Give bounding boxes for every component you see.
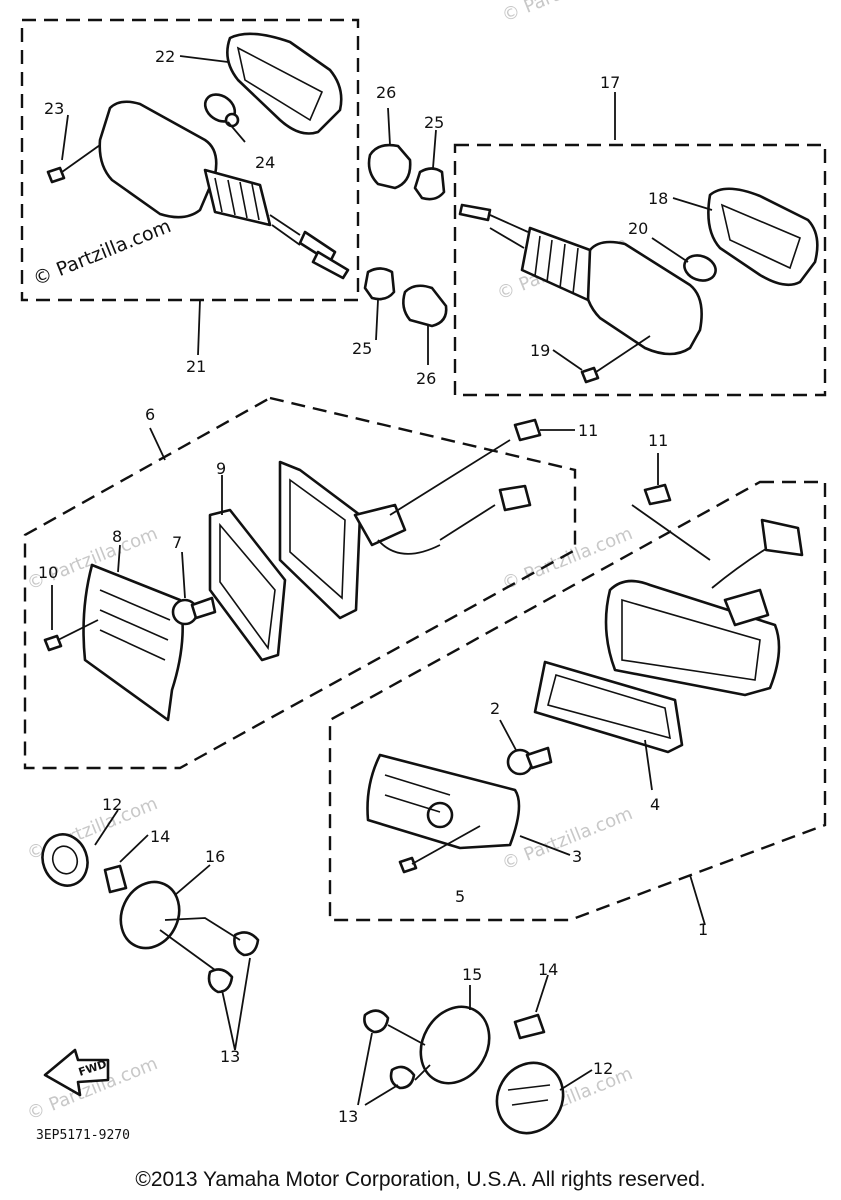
callout-labels: 22 23 24 26 25 17 18 20 19 21 25 26 6 11… — [38, 47, 708, 1126]
callout-3: 3 — [572, 847, 582, 866]
group-17-front-right-signal — [453, 92, 827, 397]
callout-11a: 11 — [578, 421, 598, 440]
callout-12b: 12 — [593, 1059, 613, 1078]
callout-18: 18 — [648, 189, 668, 208]
callout-12a: 12 — [102, 795, 122, 814]
grommets-25-26 — [363, 107, 448, 365]
fwd-arrow: FWD — [43, 1048, 110, 1097]
callout-25b: 25 — [352, 339, 372, 358]
callout-21: 21 — [186, 357, 206, 376]
callout-13a: 13 — [220, 1047, 240, 1066]
group-1-rear-signal — [328, 453, 827, 926]
callout-8: 8 — [112, 527, 122, 546]
callout-26a: 26 — [376, 83, 396, 102]
callout-7: 7 — [172, 533, 182, 552]
callout-19: 19 — [530, 341, 550, 360]
svg-text:© Partzilla.com: © Partzilla.com — [499, 523, 636, 595]
callout-20: 20 — [628, 219, 648, 238]
callout-4: 4 — [650, 795, 660, 814]
diagram-code: 3EP5171-9270 — [36, 1128, 130, 1143]
group-21-front-left-signal — [20, 18, 360, 356]
callout-25a: 25 — [424, 113, 444, 132]
reflector-assembly-left — [41, 809, 260, 1051]
callout-17: 17 — [600, 73, 620, 92]
callout-26b: 26 — [416, 369, 436, 388]
callout-14b: 14 — [538, 960, 558, 979]
callout-2: 2 — [490, 699, 500, 718]
callout-10: 10 — [38, 563, 58, 582]
reflector-assembly-right — [357, 974, 593, 1135]
callout-14a: 14 — [150, 827, 170, 846]
callout-22: 22 — [155, 47, 175, 66]
callout-6: 6 — [145, 405, 155, 424]
callout-9: 9 — [216, 459, 226, 478]
callout-11b: 11 — [648, 431, 668, 450]
exploded-parts-diagram: © Partzilla.com © Partzilla.com © Partzi… — [20, 0, 827, 1135]
copyright-footer: ©2013 Yamaha Motor Corporation, U.S.A. A… — [135, 1168, 706, 1191]
callout-23: 23 — [44, 99, 64, 118]
callout-13b: 13 — [338, 1107, 358, 1126]
callout-5: 5 — [455, 887, 465, 906]
callout-1: 1 — [698, 920, 708, 939]
callout-15: 15 — [462, 965, 482, 984]
group-6-rear-signal — [23, 396, 577, 770]
callout-24: 24 — [255, 153, 275, 172]
callout-16: 16 — [205, 847, 225, 866]
svg-text:© Partzilla.com: © Partzilla.com — [499, 0, 636, 27]
